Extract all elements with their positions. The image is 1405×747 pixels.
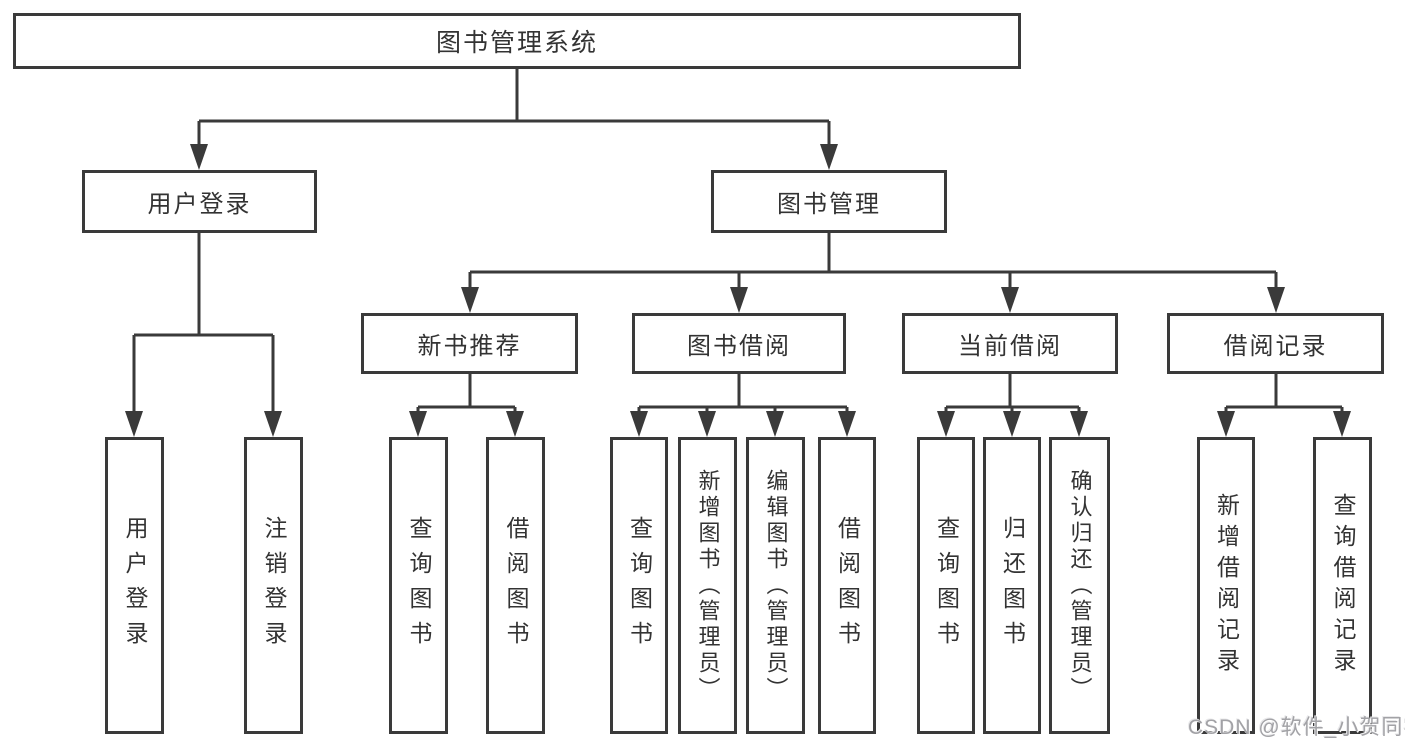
leaf-borrow-books-recommend: 借阅图书 xyxy=(486,437,545,734)
leaf-query-borrow-record: 查询借阅记录 xyxy=(1313,437,1372,734)
node-label: 注销登录 xyxy=(261,515,287,656)
arrow-down-icon xyxy=(190,144,208,170)
leaf-query-books-current: 查询图书 xyxy=(917,437,975,734)
node-book-management: 图书管理 xyxy=(711,170,947,233)
node-label: 用户登录 xyxy=(122,515,148,656)
arrow-down-icon xyxy=(1003,411,1021,437)
node-label: 图书管理 xyxy=(777,191,881,218)
node-label: 借阅图书 xyxy=(503,515,529,656)
leaf-logout: 注销登录 xyxy=(244,437,303,734)
leaf-borrow-books-borrowing: 借阅图书 xyxy=(818,437,876,734)
leaf-query-books-recommend: 查询图书 xyxy=(389,437,448,734)
node-label: 归还图书 xyxy=(999,515,1026,656)
node-user-login: 用户登录 xyxy=(82,170,317,233)
node-current-borrowing: 当前借阅 xyxy=(902,313,1118,374)
arrow-down-icon xyxy=(630,411,648,437)
arrow-down-icon xyxy=(125,411,143,437)
leaf-add-borrow-record: 新增借阅记录 xyxy=(1197,437,1255,734)
arrow-down-icon xyxy=(506,411,524,437)
arrow-down-icon xyxy=(820,144,838,170)
arrowheads xyxy=(125,144,1351,437)
node-label: 查询图书 xyxy=(626,515,653,656)
node-label: 新增图书（管理员） xyxy=(695,468,721,703)
arrow-down-icon xyxy=(1333,411,1351,437)
node-label: 新书推荐 xyxy=(417,333,522,360)
arrow-down-icon xyxy=(461,287,479,313)
arrow-down-icon xyxy=(698,411,716,437)
node-label: 图书借阅 xyxy=(687,333,791,360)
arrow-down-icon xyxy=(838,411,856,437)
arrow-down-icon xyxy=(730,287,748,313)
arrow-down-icon xyxy=(1217,411,1235,437)
leaf-user-login: 用户登录 xyxy=(105,437,164,734)
node-label: 当前借阅 xyxy=(958,333,1062,360)
node-borrowing-records: 借阅记录 xyxy=(1167,313,1384,374)
arrow-down-icon xyxy=(766,411,784,437)
leaf-edit-book-admin: 编辑图书（管理员） xyxy=(746,437,805,734)
tree-edges xyxy=(132,68,1344,415)
arrow-down-icon xyxy=(1267,287,1285,313)
arrow-down-icon xyxy=(409,411,427,437)
csdn-watermark: CSDN @软件_小贺同学 xyxy=(1188,716,1405,739)
node-label: 借阅图书 xyxy=(834,515,861,656)
leaf-confirm-return-admin: 确认归还（管理员） xyxy=(1049,437,1110,734)
leaf-query-books-borrowing: 查询图书 xyxy=(610,437,668,734)
node-label: 新增借阅记录 xyxy=(1213,492,1240,679)
node-label: 编辑图书（管理员） xyxy=(763,468,789,703)
leaf-return-book: 归还图书 xyxy=(983,437,1041,734)
node-label: 用户登录 xyxy=(147,191,252,218)
node-label: 查询借阅记录 xyxy=(1330,492,1356,679)
arrow-down-icon xyxy=(264,411,282,437)
leaf-add-book-admin: 新增图书（管理员） xyxy=(678,437,737,734)
arrow-down-icon xyxy=(1070,411,1088,437)
arrow-down-icon xyxy=(1001,287,1019,313)
node-label: 借阅记录 xyxy=(1223,333,1328,360)
node-label: 图书管理系统 xyxy=(435,29,598,57)
node-new-book-recommendation: 新书推荐 xyxy=(361,313,578,374)
arrow-down-icon xyxy=(937,411,955,437)
node-library-management-system: 图书管理系统 xyxy=(13,13,1021,69)
node-book-borrowing: 图书借阅 xyxy=(632,313,846,374)
node-label: 确认归还（管理员） xyxy=(1067,468,1093,703)
node-label: 查询图书 xyxy=(406,515,432,656)
node-label: 查询图书 xyxy=(933,515,960,656)
